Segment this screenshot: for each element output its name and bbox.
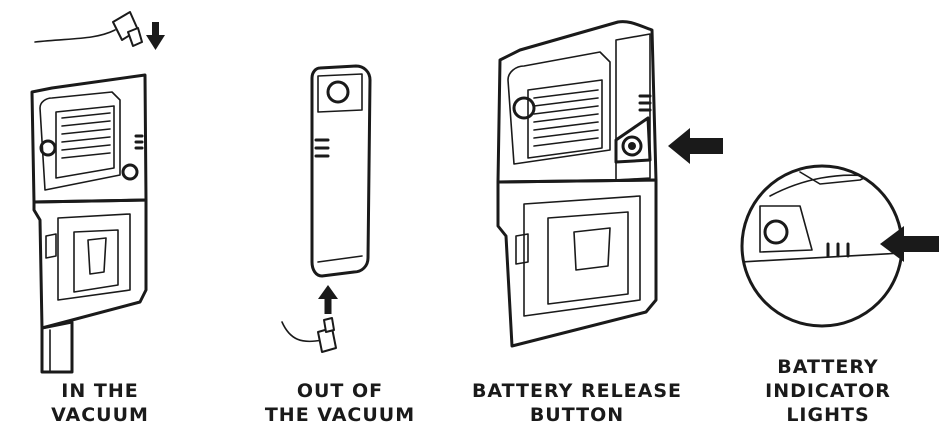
- vacuum-upper-body: [496, 20, 658, 184]
- battery-knob-icon: [326, 80, 350, 104]
- release-button-icon: [621, 135, 643, 157]
- caption-line: VACUUM: [51, 404, 149, 426]
- caption-line: BUTTON: [529, 404, 625, 426]
- down-arrow-icon: [146, 22, 165, 50]
- vacuum-wand: [40, 320, 74, 374]
- indicator-lights: [826, 242, 850, 258]
- caption-battery-release: BATTERY RELEASE BUTTON: [452, 379, 702, 427]
- release-button-icon: [121, 163, 139, 181]
- magnifier-circle: [740, 164, 904, 328]
- battery-knob-icon: [763, 219, 789, 245]
- indicator-lights: [638, 94, 652, 112]
- vent-grille: [61, 112, 111, 159]
- caption-line: THE VACUUM: [264, 404, 416, 426]
- caption-line: INDICATOR: [765, 380, 891, 402]
- caption-line: BATTERY: [777, 356, 879, 378]
- indicator-lights: [314, 138, 330, 158]
- caption-indicator-lights: BATTERY INDICATOR LIGHTS: [738, 355, 918, 427]
- in-vacuum-illustration: [30, 11, 165, 374]
- battery-pack: [310, 64, 372, 278]
- caption-out-of-vacuum: OUT OF THE VACUUM: [245, 379, 435, 427]
- charger-cable: [281, 321, 323, 343]
- out-of-vacuum-illustration: [281, 64, 372, 353]
- charger-cable: [34, 29, 116, 43]
- charger-plug: [317, 317, 337, 353]
- battery-release-illustration: [496, 20, 723, 348]
- vacuum-upper-body: [30, 73, 148, 204]
- battery-knob-icon: [512, 96, 536, 120]
- left-arrow-icon: [880, 226, 939, 262]
- caption-line: LIGHTS: [786, 404, 870, 426]
- indicator-lights: [134, 134, 144, 150]
- caption-line: IN THE: [61, 380, 139, 402]
- vacuum-lower-body: [496, 178, 658, 348]
- up-arrow-icon: [318, 285, 338, 314]
- caption-line: BATTERY RELEASE: [471, 380, 683, 402]
- battery-knob-icon: [39, 139, 57, 157]
- vent-grille: [533, 89, 599, 147]
- charger-plug: [112, 11, 143, 47]
- caption-in-vacuum: IN THE VACUUM: [30, 379, 170, 427]
- vacuum-lower-body: [32, 198, 148, 330]
- caption-line: OUT OF: [296, 380, 384, 402]
- indicator-lights-closeup: [740, 164, 939, 328]
- left-arrow-icon: [668, 128, 723, 164]
